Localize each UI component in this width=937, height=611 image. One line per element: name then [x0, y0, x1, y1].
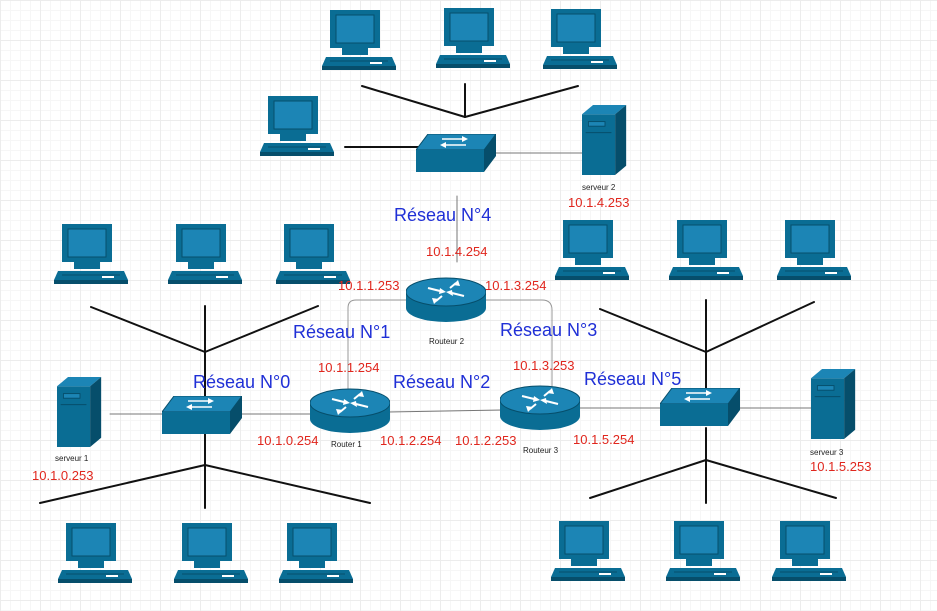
switch-icon — [416, 134, 496, 173]
ip-router2-n4: 10.1.4.254 — [426, 244, 488, 259]
ip-router1-n1: 10.1.1.254 — [318, 360, 380, 375]
workstation-icon — [543, 8, 617, 70]
workstation-icon — [279, 522, 353, 584]
workstation-icon — [772, 520, 846, 582]
server-icon — [57, 376, 102, 448]
workstation-icon — [174, 522, 248, 584]
server1-name: serveur 1 — [55, 454, 89, 463]
link-net4-tree — [344, 83, 579, 148]
link-router1-router3 — [387, 409, 503, 413]
server-icon — [811, 368, 856, 440]
ip-server3: 10.1.5.253 — [810, 459, 872, 474]
ip-router2-n3: 10.1.3.254 — [485, 278, 547, 293]
ip-router3-n2: 10.1.2.253 — [455, 433, 517, 448]
server3-name: serveur 3 — [810, 448, 844, 457]
network-label-n1: Réseau N°1 — [293, 322, 391, 342]
workstation-icon — [260, 95, 334, 157]
ip-server2: 10.1.4.253 — [568, 195, 630, 210]
router2-name: Routeur 2 — [429, 337, 465, 346]
link-net0-top-tree — [90, 305, 319, 397]
workstation-icon — [777, 219, 851, 281]
ip-router1-n0: 10.1.0.254 — [257, 433, 319, 448]
router-icon — [310, 388, 390, 434]
workstation-icon — [322, 9, 396, 71]
ip-router2-n1: 10.1.1.253 — [338, 278, 400, 293]
link-router2-router3 — [485, 299, 553, 389]
workstation-icon — [666, 520, 740, 582]
network-label-n0: Réseau N°0 — [193, 372, 291, 392]
workstation-icon — [551, 520, 625, 582]
ip-router1-n2: 10.1.2.254 — [380, 433, 442, 448]
network-label-n4: Réseau N°4 — [394, 205, 492, 225]
ip-router3-n3: 10.1.3.253 — [513, 358, 575, 373]
router-icon — [406, 277, 486, 323]
server-icon — [582, 104, 627, 176]
ip-server1: 10.1.0.253 — [32, 468, 94, 483]
router3-name: Routeur 3 — [523, 446, 559, 455]
workstation-icon — [58, 522, 132, 584]
network-label-n5: Réseau N°5 — [584, 369, 682, 389]
switch-icon — [660, 388, 740, 427]
workstation-icon — [555, 219, 629, 281]
link-net5-tree — [589, 427, 837, 504]
ip-router3-n5: 10.1.5.254 — [573, 432, 635, 447]
server2-name: serveur 2 — [582, 183, 616, 192]
links — [39, 83, 837, 509]
workstation-icon — [54, 223, 128, 285]
workstation-icon — [669, 219, 743, 281]
workstation-icon — [276, 223, 350, 285]
devices — [54, 7, 856, 584]
link-router1-router2 — [347, 299, 409, 391]
network-label-n2: Réseau N°2 — [393, 372, 491, 392]
router-icon — [500, 385, 580, 431]
link-net3-tree — [599, 299, 815, 396]
network-label-n3: Réseau N°3 — [500, 320, 598, 340]
router1-name: Router 1 — [331, 440, 362, 449]
workstation-icon — [436, 7, 510, 69]
workstation-icon — [168, 223, 242, 285]
switch-icon — [162, 396, 242, 435]
link-net0-bottom-tree — [39, 433, 371, 509]
